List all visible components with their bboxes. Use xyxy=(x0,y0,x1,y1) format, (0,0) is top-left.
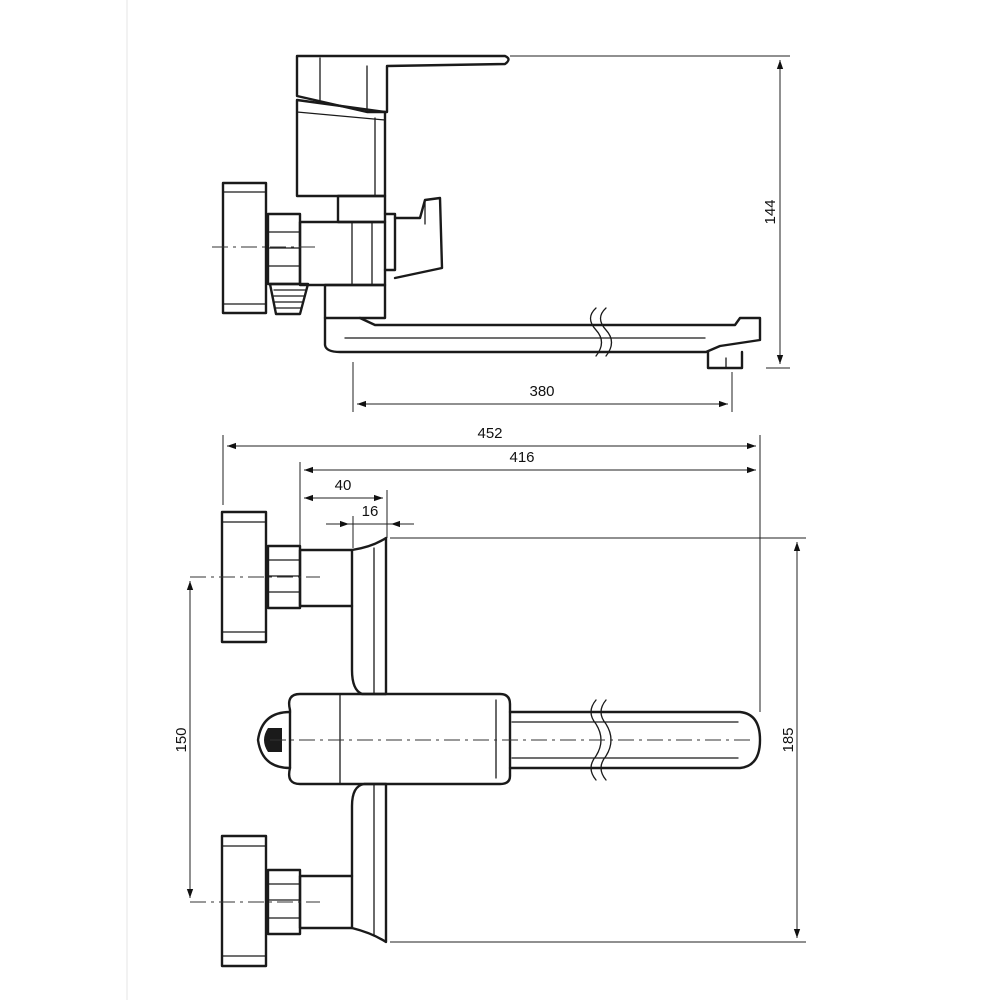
threaded-eccentric xyxy=(268,282,310,316)
height-label: 144 xyxy=(762,199,779,224)
lower-inlet xyxy=(220,834,354,968)
mounting-plate xyxy=(350,536,388,944)
diverter-knob xyxy=(336,194,444,280)
spout xyxy=(323,283,762,370)
overall-height-label: 185 xyxy=(780,727,797,752)
main-body xyxy=(287,692,512,786)
wall-flange xyxy=(221,181,268,315)
inlet-spacing-label: 150 xyxy=(173,727,190,752)
spout-reach-label: 416 xyxy=(509,449,534,466)
spout-top xyxy=(508,699,762,781)
upper-inlet xyxy=(220,510,354,644)
top-view xyxy=(190,510,762,968)
side-view xyxy=(212,54,762,370)
spout-length-label: 380 xyxy=(529,383,554,400)
top-view-dimensions: 452 416 40 16 150 185 xyxy=(173,425,806,943)
side-view-dimensions: 144 380 xyxy=(352,55,790,412)
overall-width-label: 452 xyxy=(477,425,502,442)
hex-nut xyxy=(266,212,302,286)
plate-thickness-label: 16 xyxy=(362,503,379,520)
mixer-body xyxy=(295,98,387,198)
offset-label: 40 xyxy=(335,477,352,494)
connection-body xyxy=(298,220,387,287)
